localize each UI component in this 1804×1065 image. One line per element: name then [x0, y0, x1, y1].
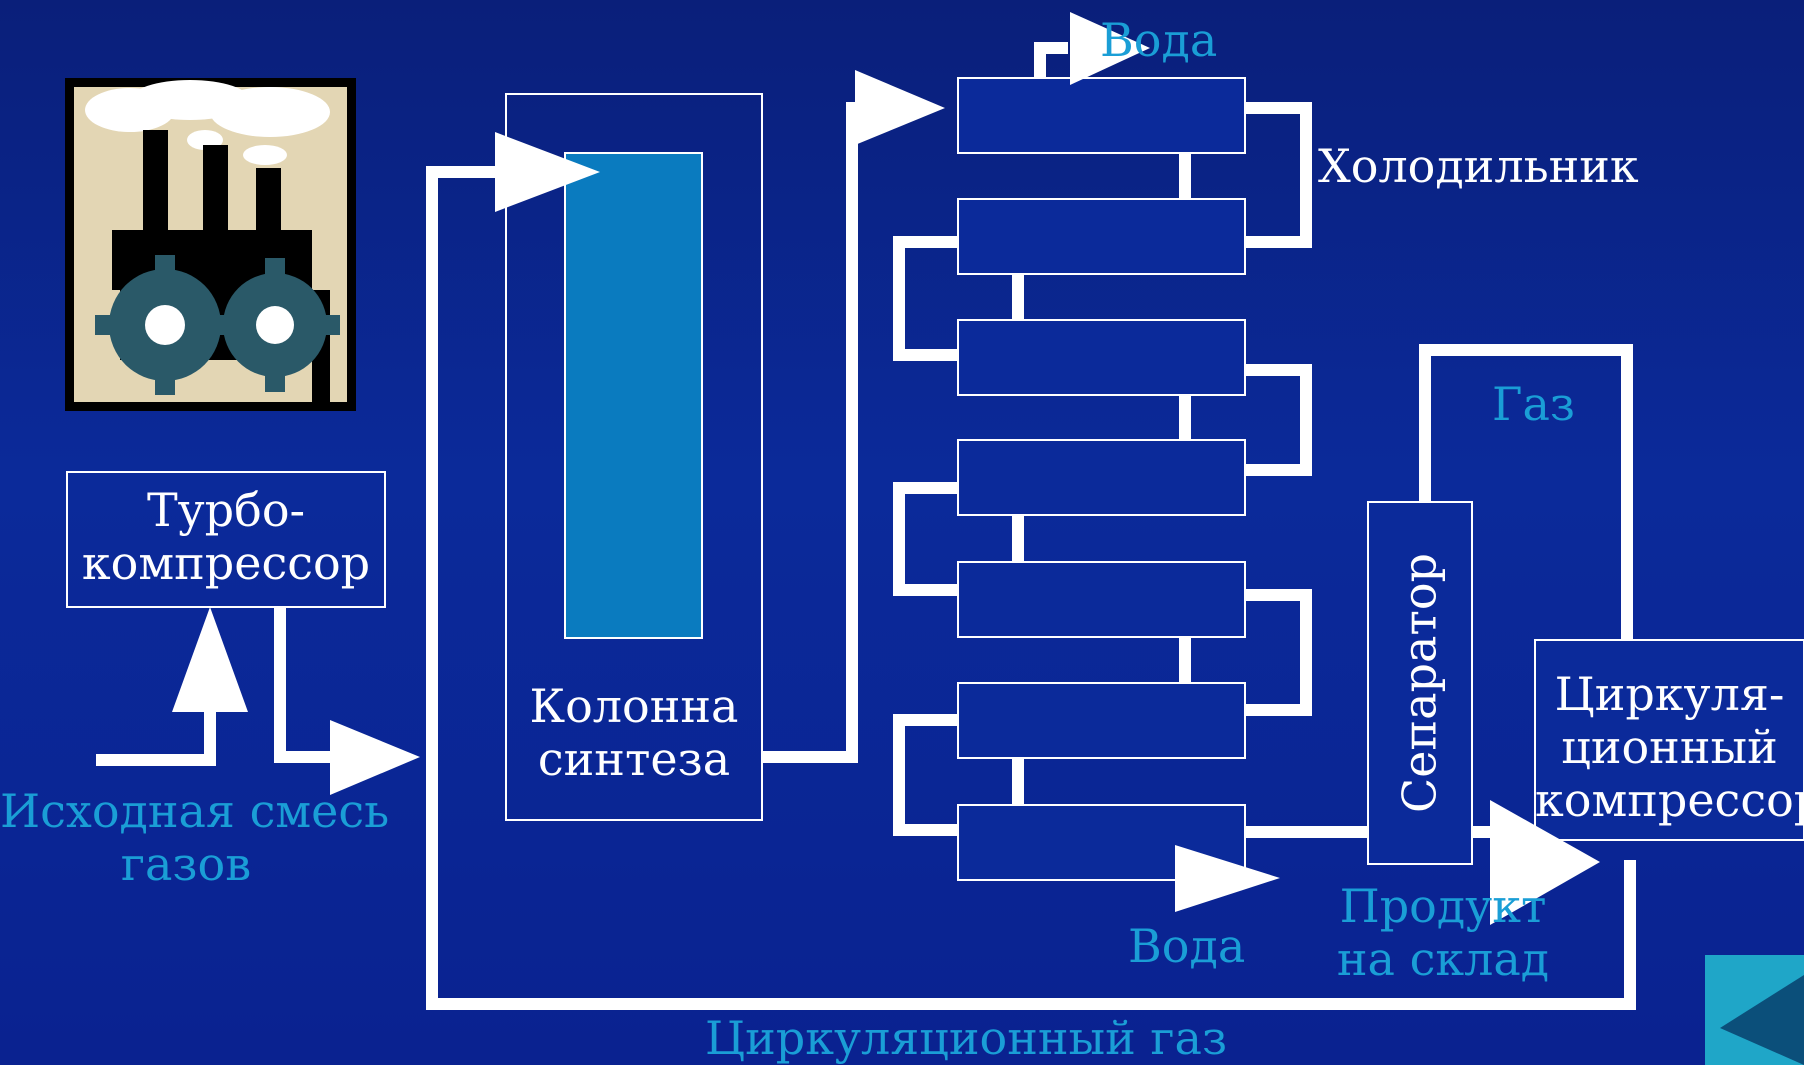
product-label: Продукт на склад — [1335, 880, 1551, 986]
circulation-compressor-label-line2: ционный — [1561, 719, 1778, 774]
turbo-compressor-box — [66, 471, 386, 608]
feed-gas-label-line1: Исходная смесь — [0, 784, 390, 838]
synthesis-column-label-line1: Колонна — [529, 679, 739, 733]
product-label-line1: Продукт — [1339, 879, 1547, 933]
turbo-compressor-label-line2: компрессор — [81, 535, 371, 590]
catalyst-block — [564, 152, 703, 639]
flow-arrows — [172, 12, 1600, 925]
product-label-line2: на склад — [1336, 931, 1550, 986]
back-arrow-icon[interactable] — [1705, 955, 1804, 1065]
cooler-label: Холодильник — [1318, 139, 1639, 193]
circulation-compressor-label-line3: компрессор — [1535, 772, 1804, 827]
turbo-compressor-label: Турбо- компрессор — [67, 484, 385, 590]
separator-label: Сепаратор — [1392, 553, 1447, 813]
synthesis-column-label: Колонна синтеза — [506, 680, 762, 786]
water-inlet-label: Вода — [1100, 13, 1218, 67]
circulation-compressor-label: Циркуля- ционный компрессор — [1535, 668, 1804, 827]
synthesis-column-box — [505, 93, 763, 821]
gas-label: Газ — [1492, 377, 1575, 431]
circulation-gas-label: Циркуляционный газ — [705, 1011, 1228, 1065]
factory-gears-icon — [65, 78, 356, 411]
separator-box — [1367, 501, 1473, 865]
turbo-compressor-label-line1: Турбо- — [146, 483, 306, 537]
feed-gas-label: Исходная смесь газов — [0, 784, 390, 891]
feed-gas-label-line2: газов — [120, 836, 252, 891]
synthesis-column-label-line2: синтеза — [537, 731, 731, 786]
water-outlet-label: Вода — [1128, 919, 1246, 973]
circulation-compressor-label-line1: Циркуля- — [1554, 667, 1785, 721]
circulation-compressor-box — [1534, 639, 1804, 841]
cooler-tubes — [957, 77, 1246, 881]
